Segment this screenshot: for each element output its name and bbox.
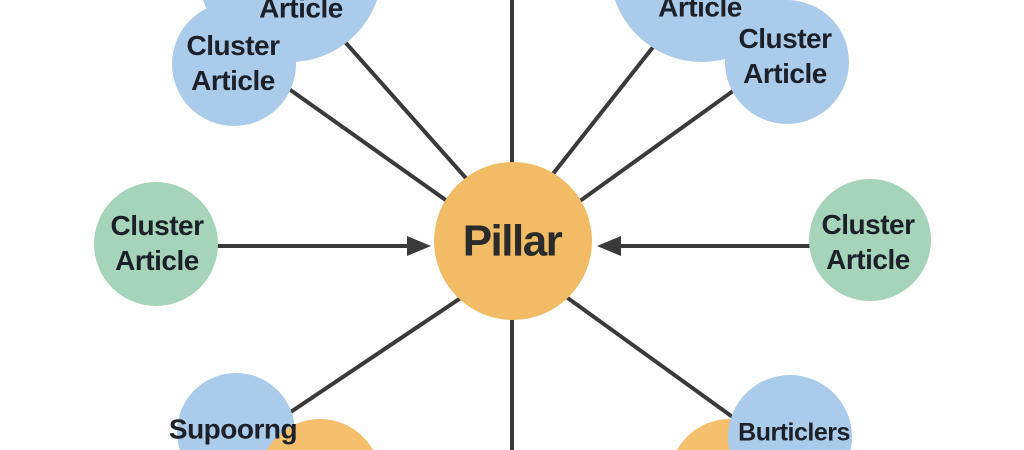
node-top-right-article-label: Article [658, 0, 742, 23]
node-top-right-cluster-label: Cluster Article [738, 23, 832, 89]
pillar-label: Pillar [462, 216, 563, 266]
node-left-cluster-circle [94, 182, 218, 306]
node-left-cluster-label: Cluster Article [110, 210, 204, 276]
right-arrowhead-icon [597, 236, 621, 256]
node-right-cluster-circle [809, 179, 931, 301]
node-top-left-cluster-circle [172, 2, 296, 126]
node-top-left-article-label: Article [259, 0, 343, 24]
left-arrowhead-icon [407, 236, 431, 256]
node-right-cluster-label: Cluster Article [821, 209, 915, 275]
node-top-left-cluster-label: Cluster Article [186, 30, 280, 96]
node-bottom-left-supporting-label: Supoorng [168, 413, 298, 445]
node-top-right-cluster-circle [725, 0, 849, 124]
node-bottom-right-cluster-label: Burticlers [738, 418, 850, 447]
pillar-circle [434, 162, 592, 320]
